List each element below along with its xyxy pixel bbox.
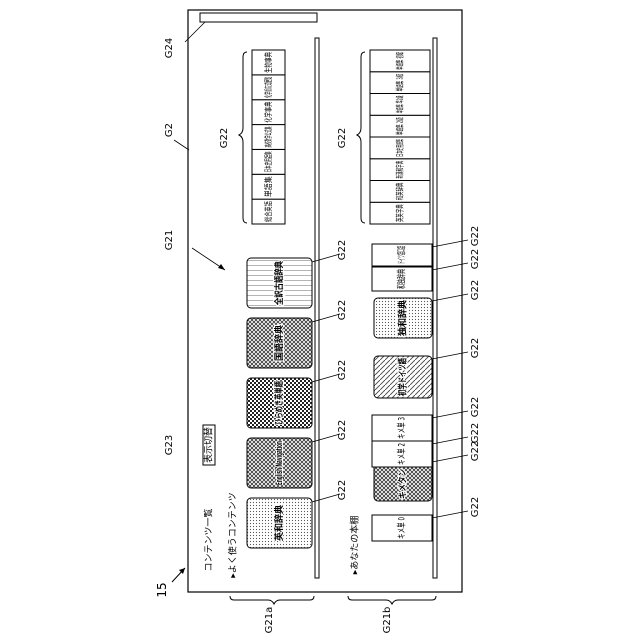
favorites-shelf-board <box>315 38 319 578</box>
search-bar-ref: G24 <box>164 38 175 58</box>
spine-label: 単語集 2級 <box>395 117 405 135</box>
spine-label: 高校数学公式集 <box>263 127 273 148</box>
book-title: 独和辞典 <box>397 300 409 337</box>
spine-label: 生物事典 <box>263 52 273 73</box>
my-shelf-spine[interactable]: 単語集 2級 <box>370 115 430 137</box>
item-ref: G22 <box>470 397 481 417</box>
favorites-shelf-spine[interactable]: 高校数学公式集 <box>252 125 285 150</box>
spine-label: 英英字典 <box>395 204 405 222</box>
item-ref: G22 <box>470 497 481 517</box>
favorites-shelf-ref: G22 <box>219 128 230 148</box>
search-bar[interactable] <box>200 13 317 22</box>
item-ref: G22 <box>470 338 481 358</box>
screen-ref: G2 <box>164 123 175 137</box>
item-ref: G22 <box>470 226 481 246</box>
book-title: 初学ドイツ語 <box>397 358 409 396</box>
screen-ref-leader <box>174 140 189 150</box>
favorites-shelf-spine[interactable]: 総合英語 <box>252 199 285 224</box>
spine-label: 単語集 <box>263 176 273 197</box>
item-ref: G22 <box>470 423 481 443</box>
book-title: キメ単 3 <box>396 417 408 439</box>
book-title: ドイツ語口語 <box>396 246 408 264</box>
my-shelf-items: キメ単 0G22キメタン 1G22キメ単 2G22キメ単 3G22初学ドイツ語G… <box>372 226 481 541</box>
spine-label: 単語集 初級 <box>395 52 405 70</box>
favorites-shelf-spine[interactable]: 化学反応式便覧 <box>252 75 285 100</box>
spine-label: 新漢和字典 <box>395 161 405 179</box>
book-title: 和独辞典 <box>396 269 408 289</box>
item-ref: G22 <box>470 249 481 269</box>
my-shelf-spines: 英英字典 和英辞典 新漢和字典 日本史用語集単語集 2級単語集 準2級単語集 3級単語… <box>370 50 430 224</box>
item-ref: G22 <box>337 420 348 440</box>
favorites-shelf-spine[interactable]: 化学事典 <box>252 100 285 125</box>
my-shelf-spine[interactable]: 単語集 3級 <box>370 72 430 94</box>
spine-label: 日本史用語集 <box>263 151 273 172</box>
my-shelf-spine[interactable]: 日本史用語集 <box>370 137 430 159</box>
item-ref: G22 <box>337 300 348 320</box>
content-list-title: コンテンツ一覧 <box>203 508 215 571</box>
my-shelf-heading: ▸あなたの本棚 <box>349 516 361 575</box>
cover-title: 国語辞典 <box>273 325 285 361</box>
cover-title: ひらめき英単語 <box>273 381 285 425</box>
favorites-shelf-spine[interactable]: 日本史用語集 <box>252 149 285 174</box>
figure-number: 15 <box>155 582 169 597</box>
book-title: キメ単 2 <box>396 443 408 465</box>
favorites-shelf-spine[interactable]: 単語集 <box>252 174 285 199</box>
cover-title: 英和辞典 <box>273 505 285 542</box>
cover-title: English Navigation <box>275 441 285 485</box>
display-switch-label: 表示切替 <box>203 427 215 463</box>
item-ref: G22 <box>337 480 348 500</box>
spine-label: 日本史用語集 <box>395 139 405 157</box>
item-ref: G22 <box>337 240 348 260</box>
group-b-brace <box>348 596 436 604</box>
my-shelf-spine[interactable]: 単語集 初級 <box>370 50 430 72</box>
spine-label: 化学反応式便覧 <box>263 77 273 98</box>
group-a-label: G21a <box>264 607 275 634</box>
my-shelf-spine[interactable]: 和英辞典 <box>370 181 430 203</box>
spine-label: 単語集 準2級 <box>395 96 405 114</box>
item-ref: G22 <box>337 360 348 380</box>
my-shelf-board <box>433 38 437 578</box>
my-shelf-spine[interactable]: 単語集 準2級 <box>370 94 430 116</box>
spine-label: 総合英語 <box>263 201 273 222</box>
shelf-group-ref: G21 <box>164 230 175 250</box>
cover-title: 全訳古語辞典 <box>273 261 285 306</box>
my-shelf-ref: G22 <box>337 128 348 148</box>
favorites-shelf-spine[interactable]: 生物事典 <box>252 50 285 75</box>
my-shelf-spine[interactable]: 新漢和字典 <box>370 159 430 181</box>
spine-label: 和英辞典 <box>395 183 405 201</box>
group-b-label: G21b <box>382 607 393 634</box>
spine-label: 化学事典 <box>263 102 273 123</box>
favorites-heading: ▸よく使うコンテンツ <box>227 492 239 578</box>
my-shelf-spine[interactable]: 英英字典 <box>370 202 430 224</box>
switch-button-ref: G23 <box>164 435 175 455</box>
item-ref: G22 <box>470 280 481 300</box>
book-title: キメ単 0 <box>396 517 408 539</box>
favorites-shelf-spines: 総合英語 単語集 日本史用語集高校数学公式集化学事典 化学反応式便覧生物事典 <box>252 50 285 224</box>
spine-label: 単語集 3級 <box>395 74 405 92</box>
group-a-brace <box>230 596 314 604</box>
